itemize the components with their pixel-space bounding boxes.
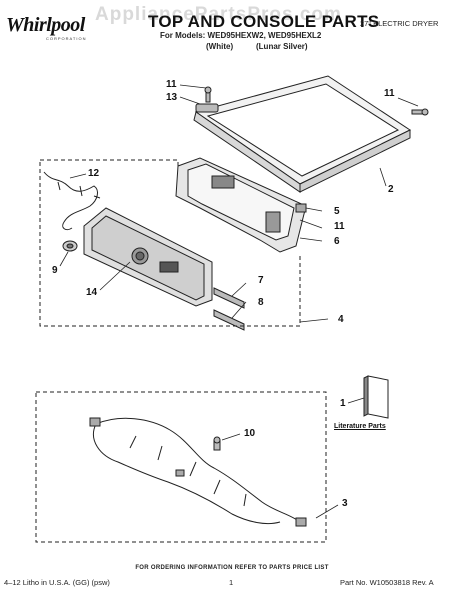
callout-1: 1 [340,398,346,409]
clip-5 [295,203,307,213]
callout-4: 4 [338,314,344,325]
color-white: (White) [206,42,234,51]
literature-label: Literature Parts [334,423,386,430]
models-line: For Models: WED95HEXW2, WED95HEXL2 [160,31,322,40]
brand-logo: Whirlpool [6,14,85,36]
page-title: TOP AND CONSOLE PARTS [148,12,380,31]
harness-12 [43,171,101,231]
color-silver: (Lunar Silver) [256,42,308,51]
ordering-note: FOR ORDERING INFORMATION REFER TO PARTS … [135,565,329,571]
assembly-4-box [40,159,179,166]
callout-11-a: 11 [166,79,177,90]
screw-10 [213,436,221,451]
callout-13: 13 [166,92,178,103]
footer-litho: 4–12 Litho in U.S.A. (GG) (psw) [4,578,110,587]
callout-12: 12 [88,168,100,179]
callout-5: 5 [334,206,340,217]
callout-6: 6 [334,236,340,247]
callout-9: 9 [52,265,58,276]
console-panel [83,207,213,307]
leader-lines [59,84,419,519]
callout-8: 8 [258,297,264,308]
top-panel [193,75,412,193]
callout-7: 7 [258,275,264,286]
console-frame [175,157,307,253]
product-type: 27" ELECTRIC DRYER [360,19,439,28]
watermark: AppliancePartsPros.com [95,4,342,25]
page-number: 1 [229,578,234,587]
literature-booklet [363,375,389,419]
callout-14: 14 [86,287,98,298]
callout-3: 3 [342,498,348,509]
callout-11-c: 11 [334,221,345,232]
part-number: Part No. W10503818 Rev. A [340,578,434,587]
screw-11-top [411,108,429,116]
main-harness [89,417,307,527]
callout-10: 10 [244,428,256,439]
callout-2: 2 [388,184,394,195]
harness-3-box [35,391,327,543]
brand-sub: CORPORATION [46,36,87,41]
knob-9 [62,240,78,252]
callout-11-b: 11 [384,88,395,99]
clip-13 [195,86,219,113]
keypads [213,287,245,331]
